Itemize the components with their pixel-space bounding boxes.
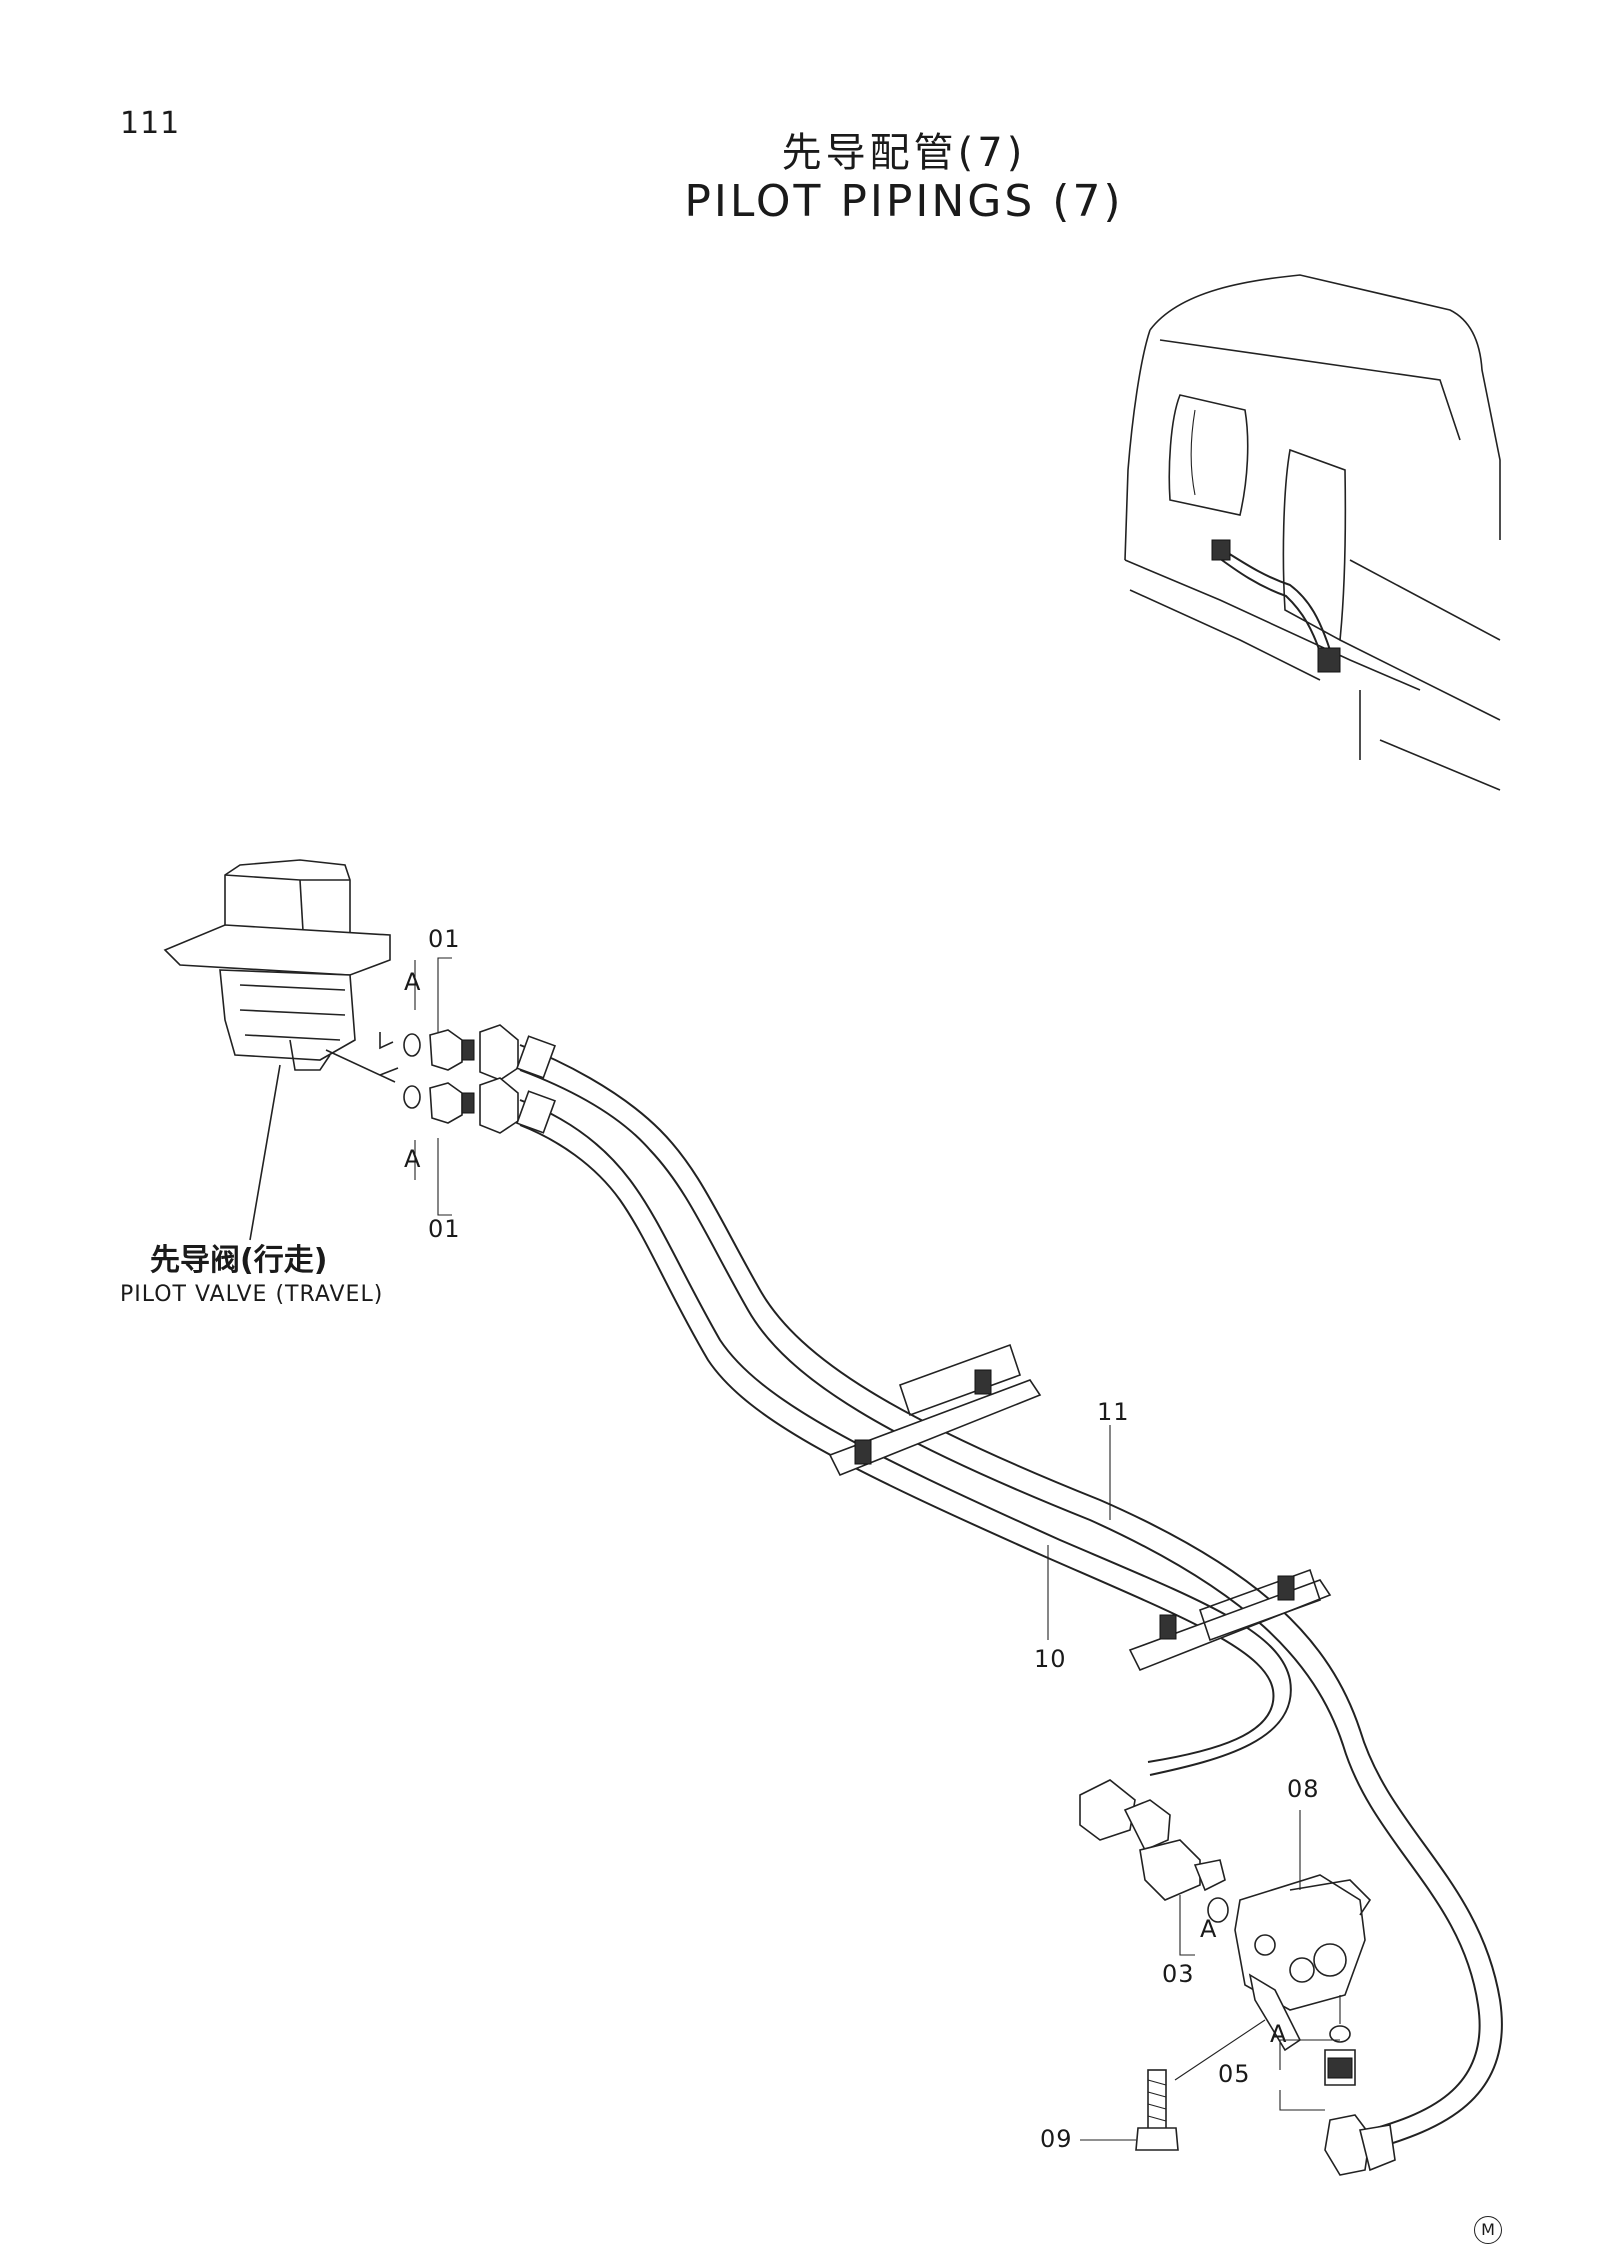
- frame-clamps: [828, 1343, 1332, 1672]
- title-english: PILOT PIPINGS (7): [684, 176, 1124, 227]
- callout-11: 11: [1097, 1398, 1130, 1426]
- callout-01-bottom: 01: [428, 1215, 461, 1243]
- callout-09: 09: [1040, 2125, 1073, 2153]
- callout-05: 05: [1218, 2060, 1251, 2088]
- pilot-valve-label-en: PILOT VALVE (TRAVEL): [120, 1282, 384, 1307]
- callout-01-top: 01: [428, 925, 461, 953]
- shuttle-valve-assembly: [1079, 1779, 1396, 2176]
- callout-a-bottom: A: [404, 1145, 422, 1173]
- callout-a-05: A: [1270, 2020, 1288, 2048]
- callout-a-03: A: [1200, 1915, 1218, 1943]
- callout-08: 08: [1287, 1775, 1320, 1803]
- pilot-valve-label-cn: 先导阀(行走): [150, 1243, 328, 1278]
- title-chinese: 先导配管(7): [781, 130, 1027, 176]
- callout-10: 10: [1034, 1645, 1067, 1673]
- page-number: 111: [120, 106, 181, 141]
- cab-inset-illustration: [1124, 274, 1501, 791]
- callout-a-top: A: [404, 968, 422, 996]
- callout-03: 03: [1162, 1960, 1195, 1988]
- hose-11: [519, 1044, 1503, 2151]
- pilot-valve-illustration: [163, 859, 391, 1241]
- callout-01-brackets: [414, 957, 452, 1216]
- corner-mark: M: [1474, 2216, 1502, 2244]
- bolt-09: [1080, 2069, 1179, 2151]
- valve-fittings: [325, 1024, 519, 1134]
